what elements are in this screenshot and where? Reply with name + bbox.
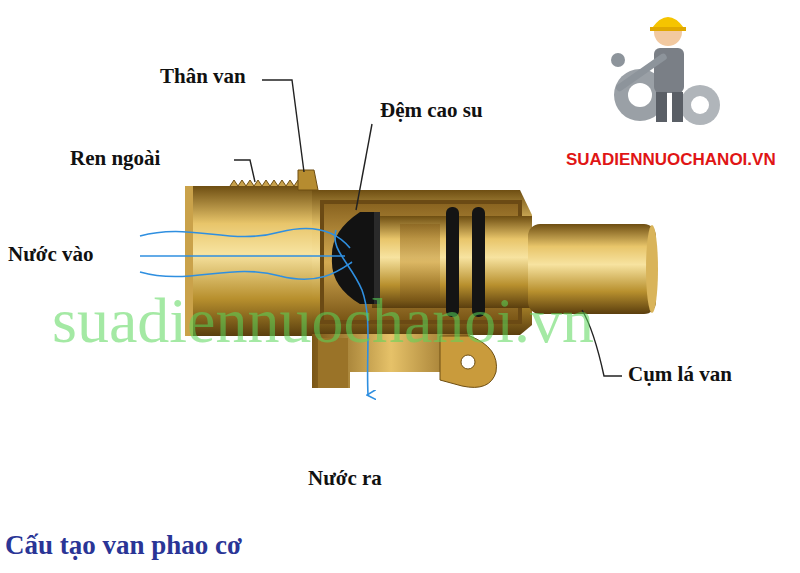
part-label: Cụm lá van: [628, 362, 732, 386]
logo-text: SUADIENNUOCHANOI.VN: [566, 150, 776, 170]
part-label: Đệm cao su: [380, 98, 483, 122]
part-label: Thân van: [160, 64, 246, 88]
flow-label: Nước ra: [308, 466, 382, 490]
part-label: Ren ngoài: [70, 146, 160, 170]
caption: Cấu tạo van phao cơ: [5, 530, 242, 561]
watermark: suadiennuochanoi.vn: [52, 284, 594, 358]
flow-label: Nước vào: [8, 242, 93, 266]
logo-icon: [611, 17, 720, 125]
